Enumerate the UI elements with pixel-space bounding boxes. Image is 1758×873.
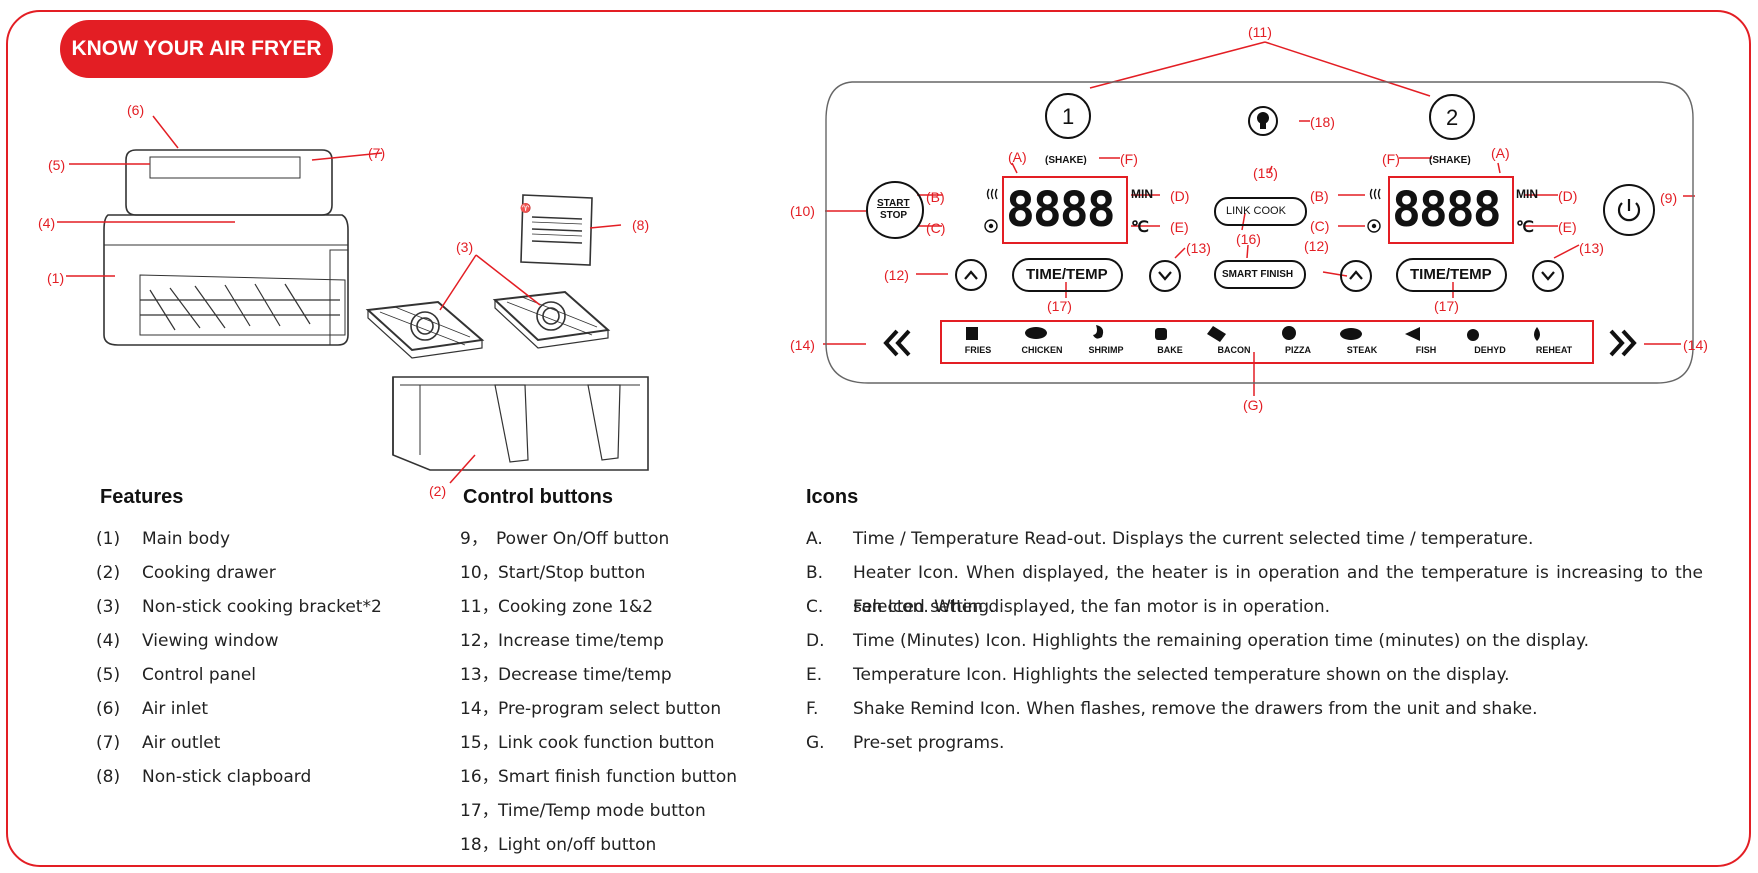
heater-icon-1: [986, 188, 998, 200]
preset-fries[interactable]: FRIES: [964, 345, 992, 355]
chicken-icon: [1025, 327, 1047, 339]
reheat-icon: [1534, 327, 1540, 341]
light-bulb-icon: [1248, 106, 1278, 136]
list-item: E.Temperature Icon. Highlights the selec…: [806, 665, 1510, 685]
list-item: A.Time / Temperature Read-out. Displays …: [806, 529, 1534, 549]
preset-bacon[interactable]: BACON: [1217, 345, 1251, 355]
list-item: F.Shake Remind Icon. When flashes, remov…: [806, 699, 1538, 719]
power-icon: [1617, 199, 1641, 222]
bracket-illustration-1: [365, 300, 485, 359]
icons-heading: Icons: [806, 486, 859, 508]
preset-chicken[interactable]: CHICKEN: [1021, 345, 1063, 355]
pizza-icon: [1282, 326, 1296, 340]
list-item: D.Time (Minutes) Icon. Highlights the re…: [806, 631, 1590, 651]
list-item: 15，Link cook function button: [460, 733, 715, 753]
air-fryer-illustration: [103, 149, 349, 346]
outer-frame: [6, 10, 1751, 867]
features-heading: Features: [100, 486, 184, 508]
list-item: 9，Power On/Off button: [460, 529, 670, 549]
list-item: (7)Air outlet: [96, 733, 221, 753]
list-item: 14，Pre-program select button: [460, 699, 722, 719]
list-item: (3)Non-stick cooking bracket*2: [96, 597, 382, 617]
fries-icon: [966, 327, 978, 340]
list-item: 10，Start/Stop button: [460, 563, 646, 583]
preset-pizza[interactable]: PIZZA: [1285, 345, 1311, 355]
list-item: G.Pre-set programs.: [806, 733, 1005, 753]
preset-bake[interactable]: BAKE: [1157, 345, 1183, 355]
list-item: 18，Light on/off button: [460, 835, 657, 855]
list-item: 12，Increase time/temp: [460, 631, 664, 651]
control-panel-illustration: [825, 81, 1694, 384]
bake-icon: [1155, 328, 1167, 340]
preset-fish[interactable]: FISH: [1415, 345, 1437, 355]
dehyd-icon: [1467, 329, 1479, 341]
controls-list: 9，Power On/Off button 10，Start/Stop butt…: [460, 522, 737, 862]
heater-icon-2: [1369, 188, 1381, 200]
fish-icon: [1405, 327, 1420, 341]
bracket-illustration-2: [492, 290, 611, 349]
list-item: (2)Cooking drawer: [96, 563, 276, 583]
list-item: 16，Smart finish function button: [460, 767, 737, 787]
list-item: (6)Air inlet: [96, 699, 209, 719]
icons-list: A.Time / Temperature Read-out. Displays …: [806, 522, 1703, 760]
preset-dehyd[interactable]: DEHYD: [1474, 345, 1506, 355]
list-item: 17，Time/Temp mode button: [460, 801, 706, 821]
features-list: (1)Main body (2)Cooking drawer (3)Non-st…: [96, 522, 382, 794]
preset-shrimp[interactable]: SHRIMP: [1088, 345, 1124, 355]
drawer-illustration: [392, 376, 649, 471]
list-item: 11，Cooking zone 1&2: [460, 597, 654, 617]
list-item: 13，Decrease time/temp: [460, 665, 672, 685]
controls-heading: Control buttons: [463, 486, 613, 508]
list-item: (5)Control panel: [96, 665, 257, 685]
fan-icon-2: [1367, 219, 1381, 233]
fan-icon-1: [984, 219, 998, 233]
steak-icon: [1340, 328, 1362, 340]
preset-steak[interactable]: STEAK: [1346, 345, 1378, 355]
page-title: KNOW YOUR AIR FRYER: [60, 20, 333, 78]
list-item: (4)Viewing window: [96, 631, 279, 651]
bacon-icon: [1207, 326, 1226, 342]
list-item: (1)Main body: [96, 529, 231, 549]
shrimp-icon: [1093, 325, 1104, 339]
preset-reheat[interactable]: REHEAT: [1535, 345, 1573, 355]
list-item: C.Fan Icon. When displayed, the fan moto…: [806, 597, 1331, 617]
list-item: B.Heater Icon. When displayed, the heate…: [806, 563, 1703, 617]
list-item: (8)Non-stick clapboard: [96, 767, 312, 787]
clapboard-illustration: [520, 194, 593, 266]
